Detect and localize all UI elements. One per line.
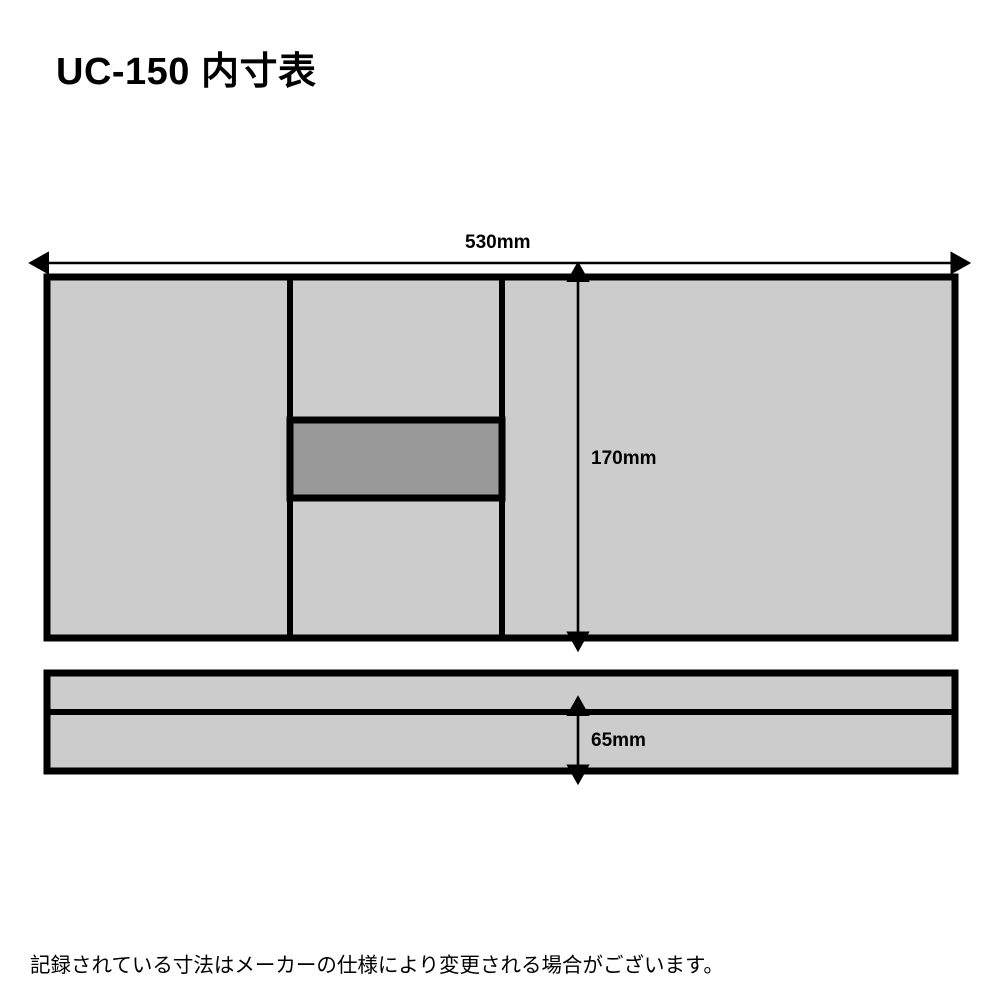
side-profile-bar: [43, 669, 959, 775]
center-highlight-block: [286, 416, 506, 502]
width-dimension-label: 530mm: [465, 232, 531, 253]
height-dimension-label: 170mm: [591, 448, 657, 469]
depth-dimension-label: 65mm: [591, 730, 646, 751]
page-title: UC-150 内寸表: [56, 51, 317, 93]
side-view-group: [43, 669, 959, 775]
top-view-group: [43, 273, 959, 642]
disclaimer-footnote: 記録されている寸法はメーカーの仕様により変更される場合がございます。: [30, 954, 724, 977]
